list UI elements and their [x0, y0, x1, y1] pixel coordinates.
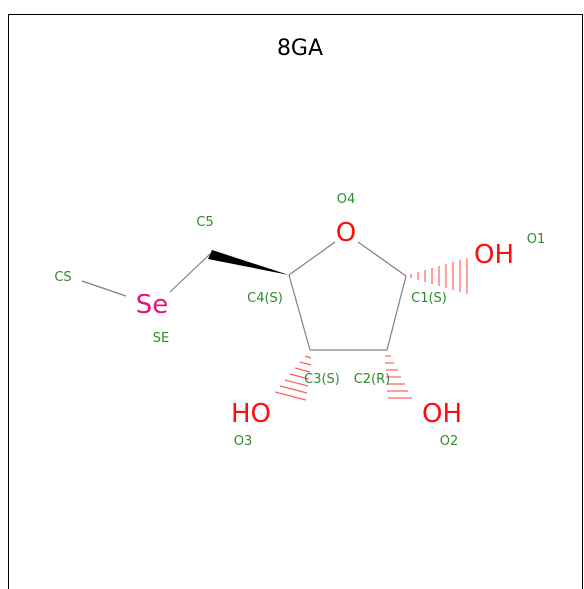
molecule-title: 8GA — [277, 36, 323, 61]
wedge-bond-c4-c5 — [208, 250, 289, 275]
atom-label-c4: C4(S) — [247, 291, 283, 306]
atom-label-c2: C2(R) — [354, 372, 391, 387]
bond-o4-c1 — [357, 241, 407, 277]
atom-symbol-o3: HO — [231, 399, 271, 429]
atom-label-c3: C3(S) — [304, 372, 340, 387]
atom-symbol-se: Se — [136, 290, 169, 320]
atom-label-o1: O1 — [527, 232, 546, 247]
atom-symbol-o4: O — [336, 218, 356, 248]
hash-bond-c3-o3 — [274, 355, 312, 401]
hash-bond-c1-o1 — [410, 258, 468, 294]
bond-c4-c3 — [288, 274, 311, 351]
atom-symbol-o2: OH — [422, 399, 462, 429]
atom-label-c1: C1(S) — [411, 291, 447, 306]
diagram-frame — [8, 14, 583, 589]
atom-label-c5: C5 — [196, 215, 213, 230]
bond-o4-c4 — [288, 241, 336, 276]
atom-label-cs: CS — [54, 270, 71, 285]
bond-se-cs — [81, 280, 127, 297]
atom-label-o3: O3 — [234, 434, 253, 449]
atom-label-se: SE — [153, 331, 169, 346]
hash-bond-c2-o2 — [385, 355, 412, 399]
atom-label-o2: O2 — [440, 434, 459, 449]
atom-symbol-o1: OH — [474, 240, 514, 270]
bond-c5-se — [169, 253, 211, 293]
atom-label-o4: O4 — [337, 192, 356, 207]
bond-c1-c2 — [386, 275, 407, 351]
